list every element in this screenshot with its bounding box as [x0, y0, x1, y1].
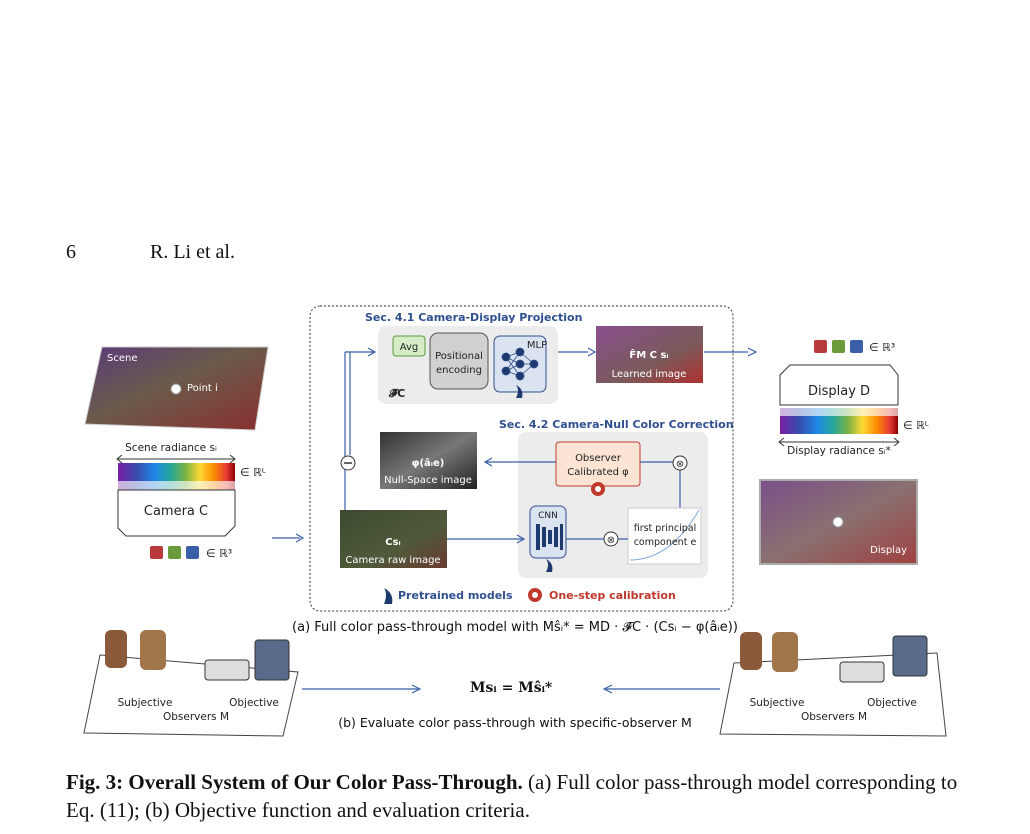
- arrow-mlp-to-learned: [558, 347, 597, 357]
- right-subjective-figure-1: [740, 632, 762, 670]
- camera-raw-math: Csᵢ: [385, 537, 400, 548]
- scene-in-RL: ∈ ℝᴸ: [240, 466, 266, 479]
- sec41-title: Sec. 4.1 Camera-Display Projection: [365, 311, 582, 324]
- left-subjective-label: Subjective: [118, 697, 173, 709]
- display-image-label: Display: [870, 545, 907, 556]
- arrow-left-to-eq: [302, 684, 422, 694]
- pretrained-label: Pretrained models: [398, 589, 513, 602]
- display-blue-swatch: [850, 340, 863, 353]
- objective-device-1: [204, 659, 250, 681]
- principal-component-curve: [629, 509, 700, 561]
- subjective-figure-1: [105, 630, 127, 668]
- running-head: R. Li et al.: [150, 241, 235, 263]
- svg-text:⊗: ⊗: [607, 535, 615, 546]
- camera-raw-label: Camera raw image: [345, 555, 440, 566]
- observer-calibrated-box: [555, 441, 641, 487]
- red-swatch: [150, 546, 163, 559]
- point-marker: [170, 383, 182, 395]
- right-observers-label: Observers M: [801, 711, 867, 723]
- positional-encoding-box: [429, 332, 489, 390]
- positional-encoding-line2: encoding: [436, 365, 482, 376]
- null-space-label: Null-Space image: [384, 475, 472, 486]
- left-objective-label: Objective: [229, 697, 279, 709]
- left-observers-label: Observers M: [163, 711, 229, 723]
- display-label: Display D: [808, 384, 870, 399]
- green-swatch: [168, 546, 181, 559]
- null-space-image: [380, 432, 477, 489]
- display-point-marker: [832, 516, 844, 528]
- arrow-calib-to-null: [483, 457, 556, 467]
- cnn-label: CNN: [538, 511, 558, 521]
- camera-in-R3: ∈ ℝ³: [206, 547, 232, 560]
- principal-component-chart: [627, 507, 702, 565]
- display-in-R3: ∈ ℝ³: [869, 341, 895, 354]
- pretrained-flame-icon: [384, 588, 393, 604]
- point-label: Point i: [187, 383, 218, 394]
- right-objective-device-2: [892, 635, 928, 677]
- avg-label: Avg: [400, 342, 419, 353]
- subjective-figure-2: [140, 630, 166, 670]
- sec42-title: Sec. 4.2 Camera-Null Color Correction: [499, 418, 734, 431]
- camera-raw-image: [340, 510, 447, 568]
- arrow-learned-to-display: [704, 347, 758, 357]
- display-in-RL: ∈ ℝᴸ: [903, 419, 929, 432]
- subcaption-a: (a) Full color pass-through model with M…: [292, 620, 738, 635]
- arrow-camera-to-raw: [272, 533, 305, 543]
- cnn-layers-icon: [536, 524, 563, 550]
- equation-b: Msᵢ = Mŝᵢ*: [470, 680, 553, 696]
- scene-label: Scene: [107, 353, 138, 364]
- display-radiance-arrow: [778, 437, 900, 447]
- mlp-network-icon: [501, 347, 539, 381]
- camera-label: Camera C: [144, 504, 208, 519]
- display-green-swatch: [832, 340, 845, 353]
- flame-icon: [516, 385, 523, 398]
- scene-spectrum: [118, 463, 235, 481]
- avg-box: [392, 335, 426, 357]
- feed-line: [344, 347, 377, 533]
- right-subjective-label: Subjective: [750, 697, 805, 709]
- f-c-label: 𝓕̂C: [388, 387, 405, 400]
- blue-swatch: [186, 546, 199, 559]
- learned-image-math: F̂M C sᵢ: [629, 348, 668, 361]
- scene-radiance-arrow: [116, 454, 236, 464]
- calib-feedback-line: [640, 461, 681, 510]
- learned-image: [596, 326, 703, 383]
- subcaption-b: (b) Evaluate color pass-through with spe…: [338, 715, 692, 730]
- learned-image-label: Learned image: [612, 369, 687, 380]
- display-radiance-label: Display radiance sᵢ*: [787, 445, 891, 457]
- observer-line2: Calibrated φ: [567, 467, 629, 478]
- objective-device-2: [254, 639, 290, 681]
- page-number: 6: [66, 241, 76, 263]
- right-subjective-figure-2: [772, 632, 798, 672]
- arrow-right-to-eq: [602, 684, 720, 694]
- pc-line1: first principal: [634, 523, 697, 534]
- display-spectrum: [780, 416, 898, 434]
- arrow-raw-to-cnn: [447, 534, 526, 544]
- right-objective-label: Objective: [867, 697, 917, 709]
- camera-box: [117, 489, 236, 537]
- gear-icon: [591, 482, 605, 496]
- observer-line1: Observer: [575, 453, 622, 464]
- positional-encoding-line1: Positional: [435, 351, 483, 362]
- multiply-icon-1: [672, 455, 688, 471]
- null-space-math: φ(âᵢe): [412, 457, 445, 469]
- scene-radiance-label: Scene radiance sᵢ: [125, 442, 217, 454]
- cnn-flame-icon: [546, 559, 553, 572]
- mlp-label: MLP: [527, 340, 547, 351]
- pipeline-boundary: [309, 305, 734, 612]
- caption-label: Fig. 3: Overall System of Our Color Pass…: [66, 770, 523, 794]
- caption-text: (a) Full color pass-through model corres…: [66, 770, 958, 822]
- right-objective-device-1: [839, 661, 885, 683]
- observers-right-card: [719, 652, 947, 737]
- pc-line2: component e: [634, 537, 697, 548]
- one-step-label: One-step calibration: [549, 589, 676, 602]
- display-red-swatch: [814, 340, 827, 353]
- svg-text:⊗: ⊗: [676, 459, 684, 470]
- display-box: [779, 364, 899, 406]
- figure-caption: Fig. 3: Overall System of Our Color Pass…: [66, 768, 986, 824]
